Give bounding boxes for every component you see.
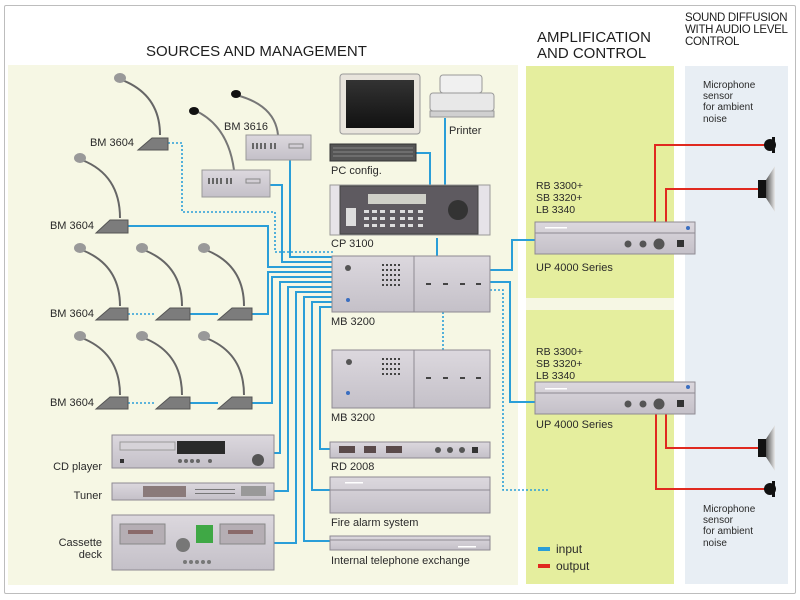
- ambient-sensor-a: [764, 137, 776, 153]
- diffusion-panel: [685, 66, 788, 584]
- diffusion-heading: SOUND DIFFUSION WITH AUDIO LEVEL CONTROL: [685, 12, 788, 49]
- microphone-bm3604-a: [114, 73, 169, 151]
- call-station-bm3616-lower: [189, 107, 271, 198]
- cp3100-device: [329, 184, 491, 236]
- wire-bm3616-upper: [289, 160, 333, 258]
- wire-amp2-speaker: [665, 412, 760, 449]
- wire-amp1-speaker: [665, 188, 760, 222]
- optional-input-wires: [128, 142, 550, 491]
- mb3200-device-b: [331, 349, 491, 409]
- label-bm3604-d: BM 3604: [49, 397, 94, 409]
- ambient-sensor-b: [764, 481, 776, 497]
- fire-alarm-device: [329, 476, 491, 514]
- label-telephone-exchange: Internal telephone exchange: [331, 555, 470, 567]
- legend-swatch-output: [538, 563, 550, 568]
- label-cd-player: CD player: [53, 461, 102, 473]
- input-wires: [128, 118, 535, 544]
- label-sensor-b: Microphone sensor for ambient noise: [703, 504, 756, 549]
- label-bm3604-a: BM 3604: [89, 137, 134, 149]
- label-fire-alarm: Fire alarm system: [331, 517, 419, 529]
- legend-label-input: input: [556, 541, 583, 556]
- label-amp-b-models: RB 3300+ SB 3320+ LB 3340: [536, 346, 583, 382]
- label-rd2008: RD 2008: [331, 461, 375, 473]
- wire-bm3604-c: [252, 271, 333, 315]
- label-bm3616: BM 3616: [224, 121, 269, 133]
- wire-mb-expansion-dotted: [490, 289, 550, 491]
- amplification-panel: [526, 66, 674, 584]
- loudspeaker-a: [758, 166, 775, 212]
- label-mb3200-a: MB 3200: [331, 316, 376, 328]
- label-bm3604-b: BM 3604: [49, 220, 94, 232]
- label-bm3604-c: BM 3604: [49, 308, 94, 320]
- legend-swatch-input: [538, 546, 550, 551]
- telephone-exchange-device: [329, 535, 491, 551]
- wire-pc: [416, 152, 431, 185]
- wire-fire: [311, 301, 333, 491]
- amplifier-up4000-a: [534, 221, 696, 255]
- amplification-heading: AMPLIFICATION AND CONTROL: [537, 29, 651, 62]
- legend-item-output: output: [538, 557, 589, 574]
- rd2008-device: [329, 441, 491, 459]
- sources-heading: SOURCES AND MANAGEMENT: [146, 43, 367, 60]
- label-sensor-a: Microphone sensor for ambient noise: [703, 80, 756, 125]
- mb3200-device-a: [331, 255, 491, 313]
- microphone-row-d: [74, 331, 253, 410]
- wire-amp1-sensor: [654, 144, 765, 222]
- output-wires: [654, 144, 765, 490]
- wire-phone: [303, 296, 333, 542]
- label-pc: PC config.: [331, 165, 382, 177]
- wire-amp2-sensor: [655, 412, 765, 490]
- label-tuner: Tuner: [73, 490, 102, 502]
- cd-player-device: [111, 434, 275, 469]
- label-amp-a-models: RB 3300+ SB 3320+ LB 3340: [536, 180, 583, 216]
- label-amp-b-series: UP 4000 Series: [536, 419, 613, 431]
- wire-cassette: [274, 291, 333, 544]
- wire-mb-amp2: [490, 281, 535, 403]
- wire-mb-amp1: [490, 239, 535, 271]
- legend: input output: [538, 540, 589, 574]
- microphone-row-c: [74, 243, 253, 321]
- wire-tuner: [274, 286, 333, 492]
- tuner-device: [111, 482, 275, 501]
- label-cassette-deck: Cassette deck: [58, 537, 102, 562]
- pc-computer: [329, 73, 421, 162]
- wire-rd: [319, 306, 333, 450]
- amplifier-up4000-b: [534, 381, 696, 415]
- mic-chain-wires: [190, 313, 218, 404]
- legend-label-output: output: [556, 558, 590, 573]
- call-station-bm3616-upper: [231, 90, 312, 161]
- wire-bm3604-a-dotted: [168, 142, 333, 253]
- wire-cd: [274, 281, 333, 454]
- microphone-bm3604-b: [74, 153, 129, 234]
- label-amp-a-series: UP 4000 Series: [536, 262, 613, 274]
- wire-bm3604-b: [128, 225, 333, 268]
- loudspeaker-b: [758, 425, 775, 471]
- printer-device: [429, 74, 495, 118]
- wire-bm3616-lower: [270, 184, 333, 263]
- wire-bm3604-d: [252, 276, 333, 404]
- amplification-panel-divider: [526, 298, 674, 310]
- label-cp3100: CP 3100: [331, 238, 374, 250]
- label-printer: Printer: [449, 125, 482, 137]
- cassette-deck-device: [111, 514, 275, 571]
- legend-item-input: input: [538, 540, 589, 557]
- label-mb3200-b: MB 3200: [331, 412, 376, 424]
